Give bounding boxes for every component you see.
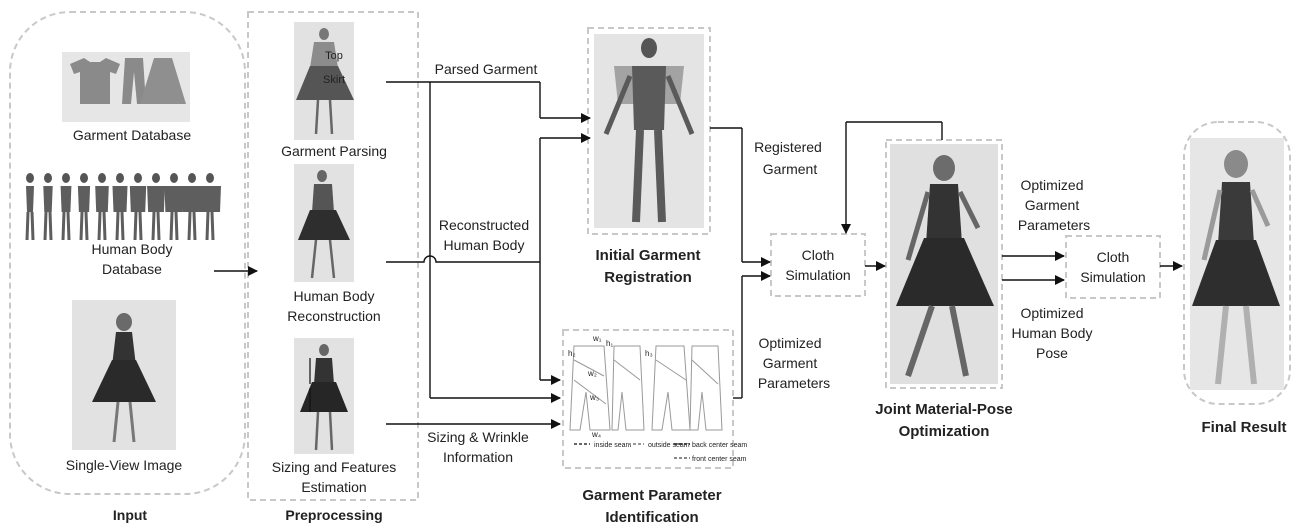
cloth-simulation-box-1: [771, 234, 865, 296]
sizing-features-image: [294, 338, 354, 454]
body-figure-icon: [95, 173, 109, 240]
body-figure-icon: [78, 173, 90, 240]
final-result-title: Final Result: [1201, 419, 1286, 436]
h3-label: h₃: [645, 349, 653, 358]
registered-garment-label-2: Garment: [763, 161, 818, 177]
recon-body-wire: [386, 256, 540, 262]
garment-pattern-image: [570, 346, 722, 430]
garment-database-label: Garment Database: [73, 127, 191, 143]
sizing-wrinkle-label-2: Information: [443, 449, 513, 465]
body-figure-icon: [199, 173, 221, 240]
sizing-features-label-2: Estimation: [301, 479, 366, 495]
body-figure-icon: [113, 173, 128, 240]
cloth-simulation-1-line2: Simulation: [785, 267, 850, 283]
w4-label: w₄: [591, 430, 601, 439]
human-body-reconstruction-image: [294, 164, 354, 282]
cloth-simulation-box-2: [1066, 236, 1160, 298]
opt-params-a-label-1: Optimized: [758, 335, 821, 351]
recon-body-label-2: Human Body: [444, 237, 525, 253]
preprocessing-section-title: Preprocessing: [285, 507, 382, 523]
body-figure-icon: [164, 173, 183, 240]
garment-database-image: [62, 52, 190, 122]
opt-params-a-label-2: Garment: [763, 355, 818, 371]
top-tag: Top: [325, 50, 343, 62]
input-section-title: Input: [113, 507, 148, 523]
legend-back-center-seam: back center seam: [692, 442, 747, 449]
human-body-database-image: [26, 173, 221, 240]
seam-legend: inside seam outside seam back center sea…: [574, 442, 747, 463]
opt-pose-label-1: Optimized: [1020, 305, 1083, 321]
skirt-tag: Skirt: [323, 74, 345, 86]
cloth-simulation-2-line2: Simulation: [1080, 269, 1145, 285]
human-body-reconstruction-label-1: Human Body: [294, 288, 375, 304]
registration-title-1: Initial Garment: [595, 247, 700, 264]
body-figure-icon: [26, 173, 34, 240]
single-view-image-label: Single-View Image: [66, 457, 183, 473]
body-figure-icon: [43, 173, 52, 240]
h1-label: h₁: [606, 339, 613, 348]
w1-label: w₁: [592, 334, 602, 343]
legend-outside-seam: outside seam: [648, 442, 690, 449]
legend-inside-seam: inside seam: [594, 442, 632, 449]
opt-params-b-label-1: Optimized: [1020, 177, 1083, 193]
parsed-garment-label: Parsed Garment: [435, 61, 538, 77]
body-figure-icon: [130, 173, 146, 240]
cloth-simulation-1-line1: Cloth: [802, 247, 835, 263]
optimization-title-2: Optimization: [899, 423, 990, 440]
opt-params-a-label-3: Parameters: [758, 375, 830, 391]
final-result-image: [1190, 138, 1284, 390]
garment-parsing-label: Garment Parsing: [281, 143, 387, 159]
identification-title-2: Identification: [605, 509, 698, 525]
body-figure-icon: [61, 173, 72, 240]
w2-label: w₂: [587, 369, 597, 378]
human-body-database-label-2: Database: [102, 261, 162, 277]
human-body-database-label-1: Human Body: [92, 241, 173, 257]
optimization-image: [890, 144, 998, 384]
sizing-wrinkle-label-1: Sizing & Wrinkle: [427, 429, 529, 445]
opt-pose-label-3: Pose: [1036, 345, 1068, 361]
w3-label: w₃: [589, 393, 599, 402]
body-figure-icon: [147, 173, 165, 240]
opt-params-b-label-3: Parameters: [1018, 217, 1090, 233]
registration-title-2: Registration: [604, 269, 692, 286]
h2-label: h₂: [568, 349, 576, 358]
legend-front-center-seam: front center seam: [692, 456, 747, 463]
sizing-features-label-1: Sizing and Features: [272, 459, 397, 475]
recon-body-label-1: Reconstructed: [439, 217, 529, 233]
optimization-title-1: Joint Material-Pose: [875, 401, 1013, 418]
human-body-reconstruction-label-2: Reconstruction: [287, 308, 380, 324]
identification-title-1: Garment Parameter: [582, 487, 721, 504]
registered-garment-label-1: Registered: [754, 139, 822, 155]
body-figure-icon: [182, 173, 203, 240]
single-view-image: [72, 300, 176, 450]
opt-params-b-label-2: Garment: [1025, 197, 1080, 213]
cloth-simulation-2-line1: Cloth: [1097, 249, 1130, 265]
registration-image: [594, 34, 704, 228]
opt-pose-label-2: Human Body: [1012, 325, 1093, 341]
